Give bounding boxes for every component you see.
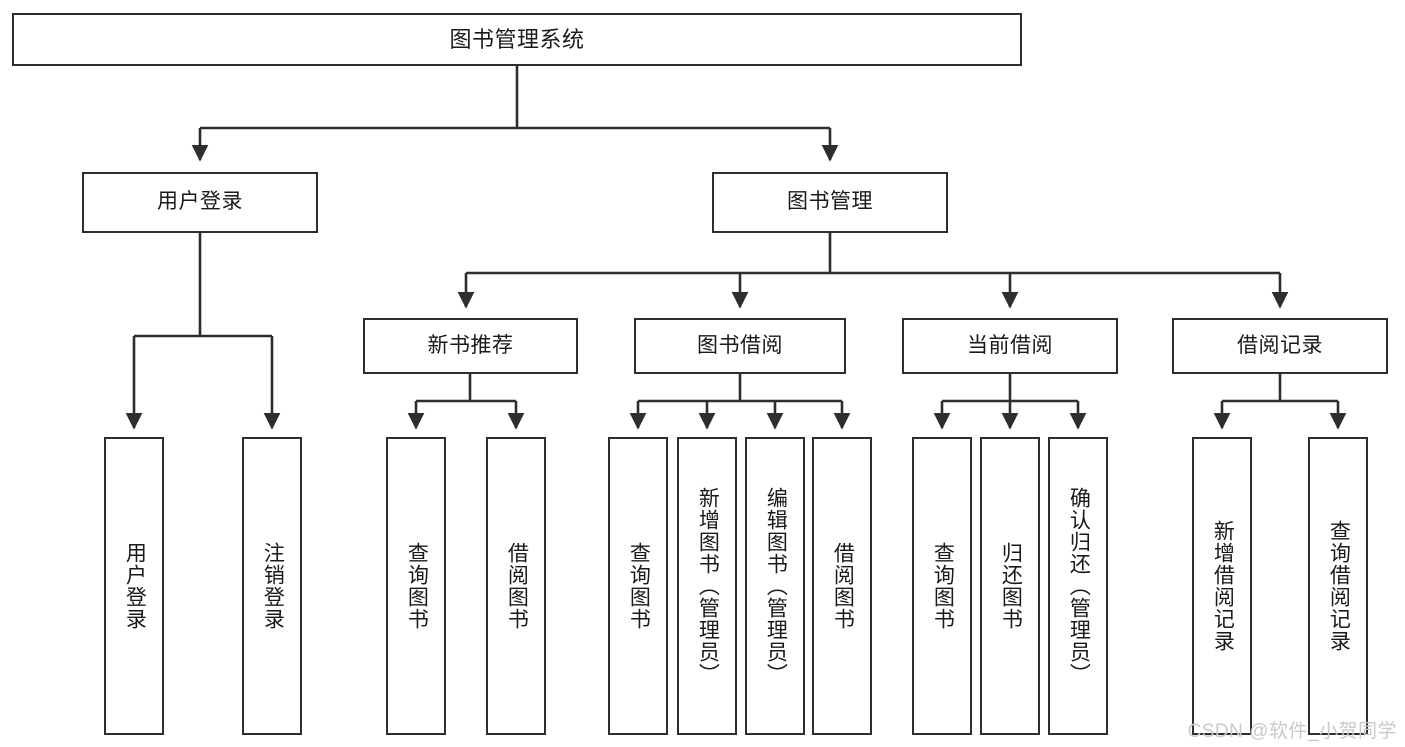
node-book-borrow[interactable]: 图书借阅 bbox=[634, 318, 846, 374]
node-label: 用户登录 bbox=[157, 190, 243, 214]
node-label: 借阅记录 bbox=[1237, 333, 1323, 357]
leaf-current-borrow-confirm-return[interactable]: 确认归还（管理员） bbox=[1048, 437, 1108, 735]
leaf-book-borrow-edit[interactable]: 编辑图书（管理员） bbox=[745, 437, 805, 735]
leaf-user-login-login[interactable]: 用户登录 bbox=[104, 437, 164, 735]
leaf-book-borrow-add[interactable]: 新增图书（管理员） bbox=[677, 437, 737, 735]
watermark-text: CSDN @软件_小贺同学 bbox=[1187, 721, 1397, 742]
leaf-borrow-record-add[interactable]: 新增借阅记录 bbox=[1192, 437, 1252, 735]
node-book-management[interactable]: 图书管理 bbox=[712, 172, 948, 233]
node-label: 图书借阅 bbox=[697, 333, 783, 357]
leaf-new-book-borrow[interactable]: 借阅图书 bbox=[486, 437, 546, 735]
node-label: 注销登录 bbox=[261, 542, 285, 630]
node-current-borrow[interactable]: 当前借阅 bbox=[902, 318, 1118, 374]
leaf-book-borrow-borrow[interactable]: 借阅图书 bbox=[812, 437, 872, 735]
node-label: 查询图书 bbox=[405, 542, 429, 630]
node-label: 借阅图书 bbox=[831, 542, 855, 630]
leaf-borrow-record-query[interactable]: 查询借阅记录 bbox=[1308, 437, 1368, 735]
leaf-book-borrow-query[interactable]: 查询图书 bbox=[608, 437, 668, 735]
node-new-book-recommend[interactable]: 新书推荐 bbox=[363, 318, 578, 374]
node-label: 查询图书 bbox=[931, 542, 955, 630]
node-root-system[interactable]: 图书管理系统 bbox=[12, 13, 1022, 66]
node-label: 查询图书 bbox=[627, 542, 651, 630]
node-label: 图书管理系统 bbox=[449, 26, 585, 52]
node-label: 编辑图书（管理员） bbox=[764, 487, 788, 685]
node-label: 当前借阅 bbox=[967, 333, 1053, 357]
node-label: 新增借阅记录 bbox=[1211, 520, 1235, 652]
node-label: 新书推荐 bbox=[427, 333, 514, 357]
node-borrow-record[interactable]: 借阅记录 bbox=[1172, 318, 1388, 374]
node-label: 归还图书 bbox=[999, 542, 1023, 630]
leaf-current-borrow-return[interactable]: 归还图书 bbox=[980, 437, 1040, 735]
node-label: 新增图书（管理员） bbox=[696, 487, 720, 685]
leaf-user-login-logout[interactable]: 注销登录 bbox=[242, 437, 302, 735]
node-label: 借阅图书 bbox=[505, 542, 529, 630]
leaf-new-book-query[interactable]: 查询图书 bbox=[386, 437, 446, 735]
leaf-current-borrow-query[interactable]: 查询图书 bbox=[912, 437, 972, 735]
node-label: 图书管理 bbox=[787, 190, 873, 214]
node-user-login[interactable]: 用户登录 bbox=[82, 172, 318, 233]
node-label: 查询借阅记录 bbox=[1327, 520, 1351, 652]
node-label: 用户登录 bbox=[123, 542, 147, 630]
node-label: 确认归还（管理员） bbox=[1067, 487, 1091, 685]
